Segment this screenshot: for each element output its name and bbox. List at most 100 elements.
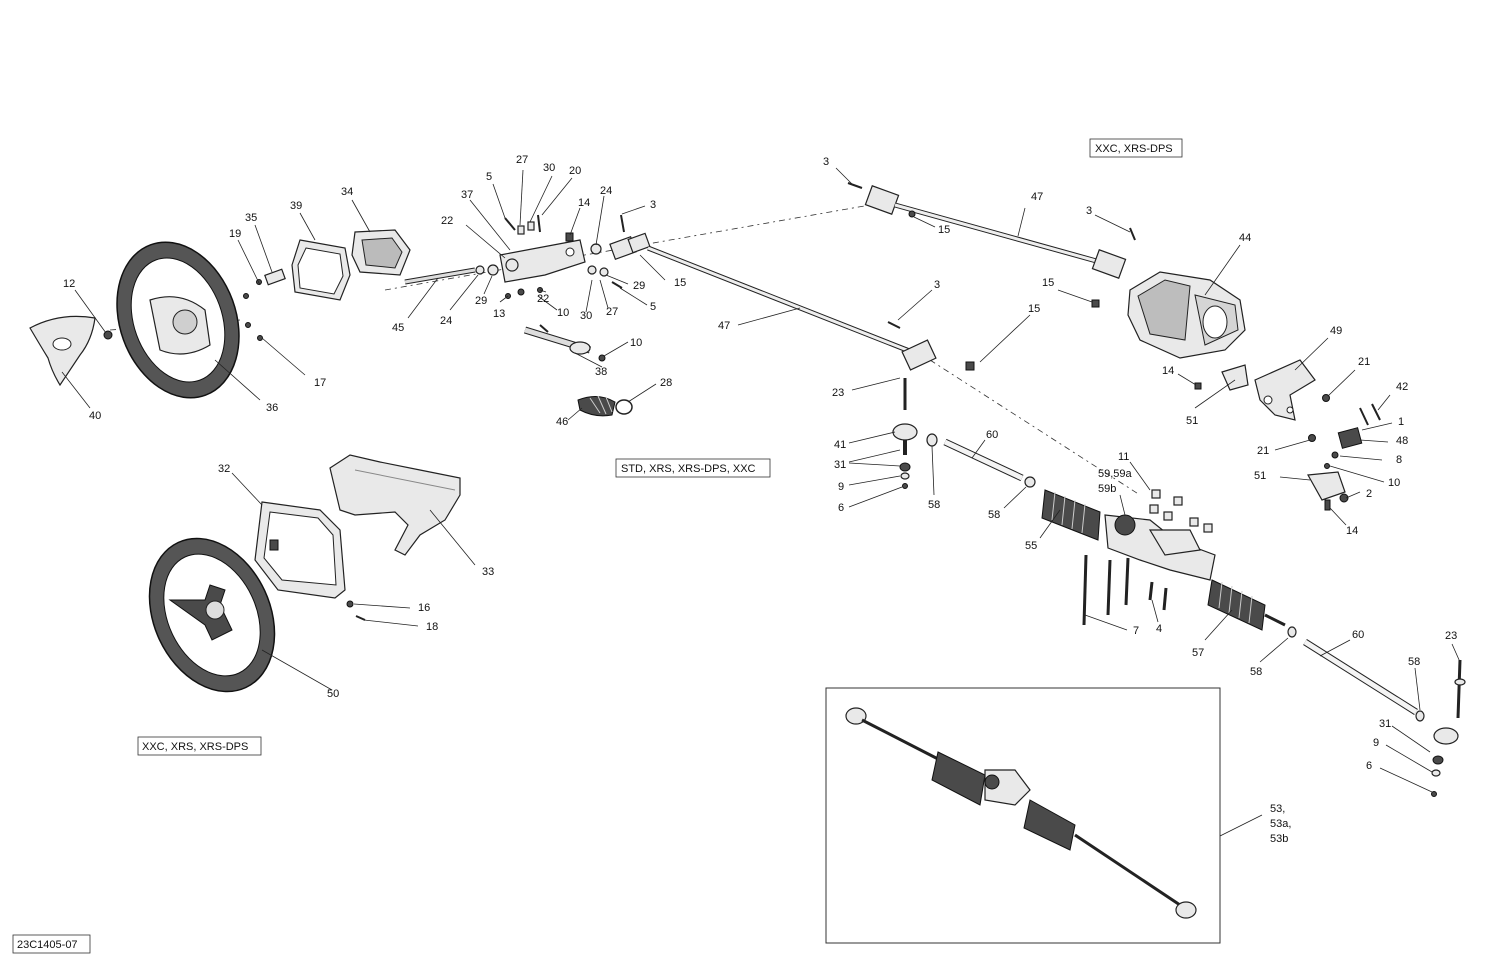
callout: 42 (1396, 381, 1408, 393)
callout: 29 (475, 295, 487, 307)
callout: 46 (556, 416, 568, 428)
intermediate-shaft (647, 245, 937, 371)
clip (346, 600, 354, 608)
callout: 50 (327, 688, 339, 700)
callout: 15 (674, 277, 686, 289)
callout: 2 (1366, 488, 1372, 500)
clip-parts (243, 268, 286, 341)
gauge-housing (351, 229, 411, 276)
callout: 30 (580, 310, 592, 322)
callout: 38 (595, 366, 607, 378)
callout: 21 (1257, 445, 1269, 457)
tie-rod-end-right (1431, 659, 1466, 797)
callout: 17 (314, 377, 326, 389)
callout: 3 (650, 199, 656, 211)
jam-nut (1415, 710, 1425, 722)
variant-label: XXC, XRS, XRS-DPS (142, 741, 248, 753)
callout: 27 (516, 154, 528, 166)
callout: 10 (630, 337, 642, 349)
callout: 58 (1250, 666, 1262, 678)
drawing-code-box: 23C1405-07 (12, 934, 91, 954)
tie-rod-end-left (892, 378, 938, 489)
callout: 57 (1192, 647, 1204, 659)
washer (475, 265, 485, 275)
inner-tie-rod (1264, 613, 1286, 627)
callout: 60 (986, 429, 998, 441)
bolt (887, 321, 901, 329)
power-steering-unit (1127, 271, 1246, 359)
nut (965, 361, 975, 371)
callout: 47 (718, 320, 730, 332)
jam-nut (1024, 476, 1036, 488)
callout: 24 (600, 185, 612, 197)
callout: 16 (418, 602, 430, 614)
variant-box-top-right: XXC, XRS-DPS (1089, 138, 1183, 158)
callout: 28 (660, 377, 672, 389)
callout: 33 (482, 566, 494, 578)
mount-bracket (1254, 359, 1316, 421)
steering-wheel-sport (148, 537, 276, 693)
callout: 5 (486, 171, 492, 183)
variant-label: XXC, XRS-DPS (1095, 143, 1173, 155)
callout: 14 (578, 197, 590, 209)
callout: 60 (1352, 629, 1364, 641)
steering-shaft (404, 267, 476, 285)
sensor-bracket (1307, 471, 1349, 511)
callout: 58 (988, 509, 1000, 521)
callout: 58 (1408, 656, 1420, 668)
horn-pad (29, 315, 96, 387)
callout: 10 (1388, 477, 1400, 489)
callout: 15 (938, 224, 950, 236)
steering-rack (1104, 514, 1216, 581)
u-joint-left (609, 214, 651, 261)
callout: 18 (426, 621, 438, 633)
callout: 15 (1042, 277, 1054, 289)
callout: 7 (1133, 625, 1139, 637)
shaft-boot (577, 395, 616, 417)
callout: 19 (229, 228, 241, 240)
callout: 11 (1118, 451, 1129, 463)
callout: 59,59a (1098, 468, 1133, 480)
callout: 41 (834, 439, 846, 451)
leader-lines (61, 167, 1461, 837)
gauge-bezel (254, 501, 346, 599)
tilt-lever (523, 326, 592, 355)
jam-nut (1287, 626, 1297, 638)
sensor-assembly (1308, 394, 1381, 469)
callout: 30 (543, 162, 555, 174)
drawing-code: 23C1405-07 (17, 939, 78, 951)
nut (598, 354, 606, 362)
callout: 14 (1346, 525, 1358, 537)
callout: 32 (218, 463, 230, 475)
callout: 51 (1186, 415, 1198, 427)
callout: 47 (1031, 191, 1043, 203)
callout: 55 (1025, 540, 1037, 552)
hose-clamp (615, 399, 633, 415)
callout: 13 (493, 308, 505, 320)
callout: 3 (934, 279, 940, 291)
callout: 40 (89, 410, 101, 422)
variant-box-bottom-left: XXC, XRS, XRS-DPS (137, 736, 262, 756)
variant-box-middle: STD, XRS, XRS-DPS, XXC (615, 458, 771, 478)
callout: 31 (834, 459, 846, 471)
callout: 53, (1270, 803, 1285, 815)
callout: 29 (633, 280, 645, 292)
callout: 31 (1379, 718, 1391, 730)
callout: 39 (290, 200, 302, 212)
bezel (291, 239, 351, 301)
callout: 21 (1358, 356, 1370, 368)
callout: 34 (341, 186, 353, 198)
callout: 23 (1445, 630, 1457, 642)
tie-rod-right (1303, 639, 1418, 715)
callout: 3 (823, 156, 829, 168)
rack-fasteners (1082, 489, 1213, 626)
callout: 4 (1156, 623, 1162, 635)
rack-boot-left (1041, 489, 1101, 541)
callout: 36 (266, 402, 278, 414)
callout: 44 (1239, 232, 1251, 244)
rack-assembly-inset (825, 687, 1221, 944)
callout: 35 (245, 212, 257, 224)
callout: 49 (1330, 325, 1342, 337)
callout: 37 (461, 189, 473, 201)
callout: 1 (1398, 416, 1404, 428)
